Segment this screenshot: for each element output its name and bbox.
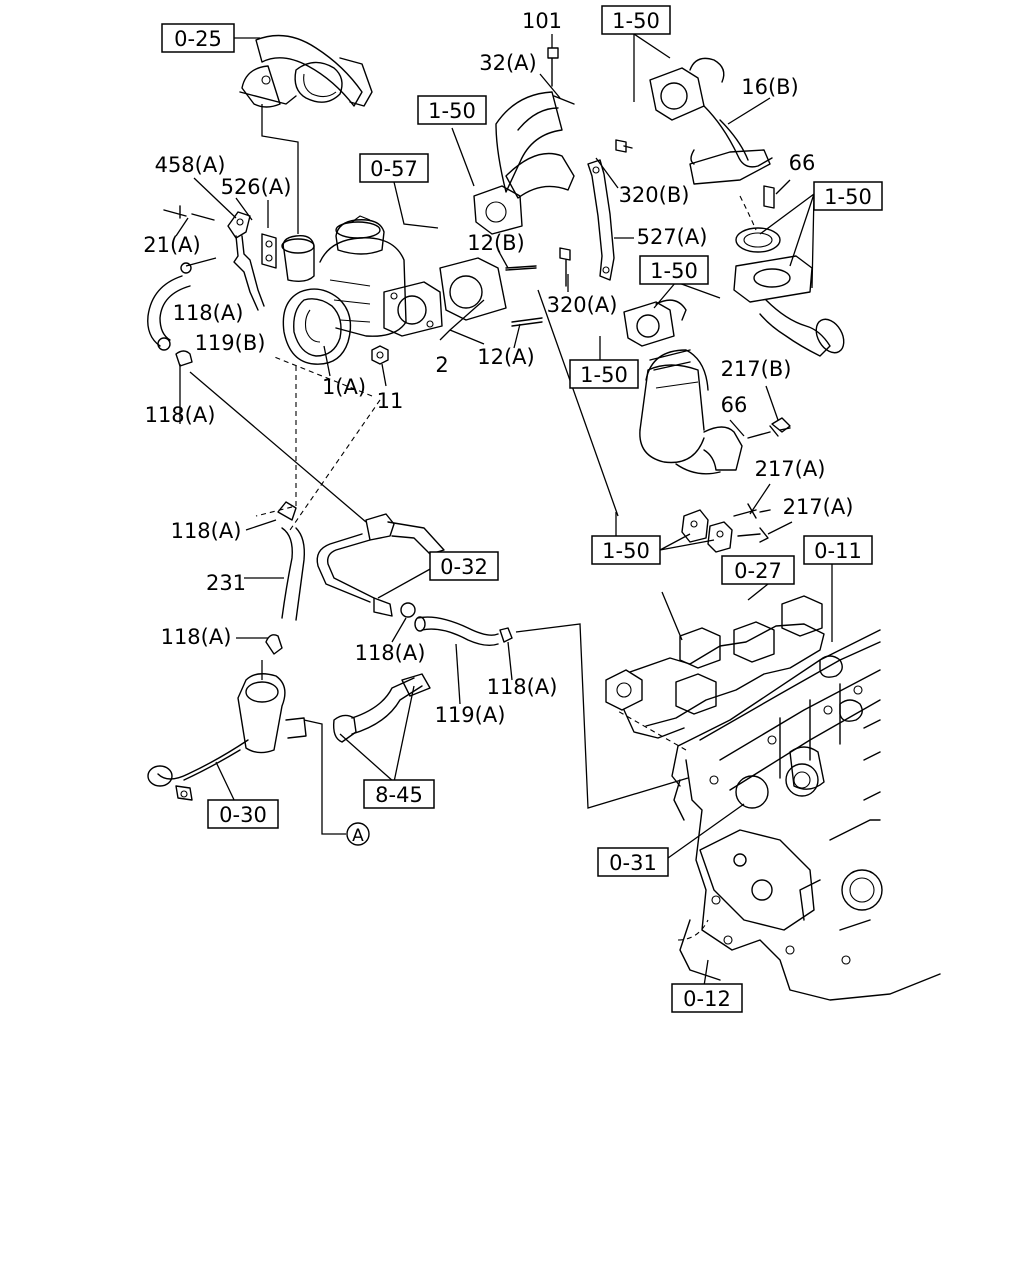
part-label-320a: 320(A) bbox=[547, 293, 618, 317]
part-label-66-lower: 66 bbox=[721, 393, 748, 417]
part-label-217a-2: 217(A) bbox=[783, 495, 854, 519]
part-label-12b: 12(B) bbox=[467, 231, 525, 255]
reference-boxes: 0-25 0-57 1-50 1-50 1-50 1-50 1-50 1-50 … bbox=[161, 5, 883, 1013]
part-label-118a-3: 118(A) bbox=[171, 519, 242, 543]
dashed-connectors bbox=[255, 355, 709, 941]
gasket-2-drawing bbox=[439, 257, 543, 327]
part-label-217b: 217(B) bbox=[721, 357, 792, 381]
engine-block-drawing bbox=[671, 629, 941, 1001]
catalytic-converter-drawing bbox=[623, 299, 743, 475]
marker-a-label: A bbox=[352, 826, 364, 846]
part-label-12a: 12(A) bbox=[477, 345, 534, 369]
part-label-118a-6: 118(A) bbox=[487, 675, 558, 699]
oil-feed-pipe-drawing bbox=[163, 205, 277, 311]
ref-box-1-50-a[interactable]: 1-50 bbox=[612, 9, 660, 33]
turbocharger-drawing bbox=[281, 215, 443, 365]
part-label-526a: 526(A) bbox=[221, 175, 292, 199]
part-label-320b: 320(B) bbox=[619, 183, 690, 207]
marker-a: A bbox=[346, 822, 370, 846]
ref-box-0-32[interactable]: 0-32 bbox=[440, 555, 488, 579]
part-label-32a: 32(A) bbox=[479, 51, 536, 75]
bracket-527-drawing bbox=[559, 139, 633, 287]
part-label-119b: 119(B) bbox=[195, 331, 266, 355]
ref-box-0-25[interactable]: 0-25 bbox=[174, 27, 222, 51]
heat-shield-drawing bbox=[495, 47, 575, 199]
bracket-217-drawing bbox=[681, 417, 791, 553]
ref-box-1-50-e[interactable]: 1-50 bbox=[580, 363, 628, 387]
water-pipe-drawing bbox=[316, 513, 445, 618]
part-label-217a-1: 217(A) bbox=[755, 457, 826, 481]
part-label-1a: 1(A) bbox=[322, 375, 366, 399]
ref-box-0-57[interactable]: 0-57 bbox=[370, 157, 418, 181]
ref-box-1-50-c[interactable]: 1-50 bbox=[824, 185, 872, 209]
water-hose-231-drawing bbox=[265, 501, 306, 655]
part-labels: 101 32(A) 16(B) 458(A) 526(A) 21(A) 66 1… bbox=[143, 9, 853, 727]
ref-box-0-27[interactable]: 0-27 bbox=[734, 559, 782, 583]
ref-box-0-30[interactable]: 0-30 bbox=[219, 803, 267, 827]
intake-elbow-drawing bbox=[239, 34, 373, 108]
gasket-upper-drawing bbox=[473, 185, 523, 235]
part-label-2: 2 bbox=[435, 353, 448, 377]
part-label-66-upper: 66 bbox=[789, 151, 816, 175]
hose-8-45-drawing bbox=[332, 673, 431, 743]
part-label-118a-5: 118(A) bbox=[355, 641, 426, 665]
part-label-458a: 458(A) bbox=[155, 153, 226, 177]
water-hose-119-drawing bbox=[414, 616, 513, 647]
ref-box-1-50-d[interactable]: 1-50 bbox=[650, 259, 698, 283]
part-label-119a: 119(A) bbox=[435, 703, 506, 727]
exhaust-manifold-drawing bbox=[605, 595, 825, 739]
part-label-118a-2: 118(A) bbox=[145, 403, 216, 427]
part-label-118a-1: 118(A) bbox=[173, 301, 244, 325]
part-label-527a: 527(A) bbox=[637, 225, 708, 249]
part-label-101: 101 bbox=[522, 9, 562, 33]
part-label-11: 11 bbox=[377, 389, 404, 413]
part-label-118a-4: 118(A) bbox=[161, 625, 232, 649]
ref-box-0-12[interactable]: 0-12 bbox=[683, 987, 731, 1011]
ref-box-8-45[interactable]: 8-45 bbox=[375, 783, 423, 807]
part-label-231: 231 bbox=[206, 571, 246, 595]
ref-box-1-50-f[interactable]: 1-50 bbox=[602, 539, 650, 563]
thermostat-housing-drawing bbox=[147, 673, 307, 801]
ref-box-1-50-b[interactable]: 1-50 bbox=[428, 99, 476, 123]
ref-box-0-31[interactable]: 0-31 bbox=[609, 851, 657, 875]
nut-11-drawing bbox=[371, 345, 389, 365]
oil-return-hose-drawing bbox=[147, 262, 193, 367]
exhaust-pipe-drawing bbox=[649, 57, 773, 185]
ref-box-0-11[interactable]: 0-11 bbox=[814, 539, 862, 563]
part-label-21a: 21(A) bbox=[143, 233, 200, 257]
part-label-16b: 16(B) bbox=[741, 75, 799, 99]
exhaust-pipe-lower-drawing bbox=[733, 185, 845, 357]
leader-lines bbox=[175, 33, 833, 987]
